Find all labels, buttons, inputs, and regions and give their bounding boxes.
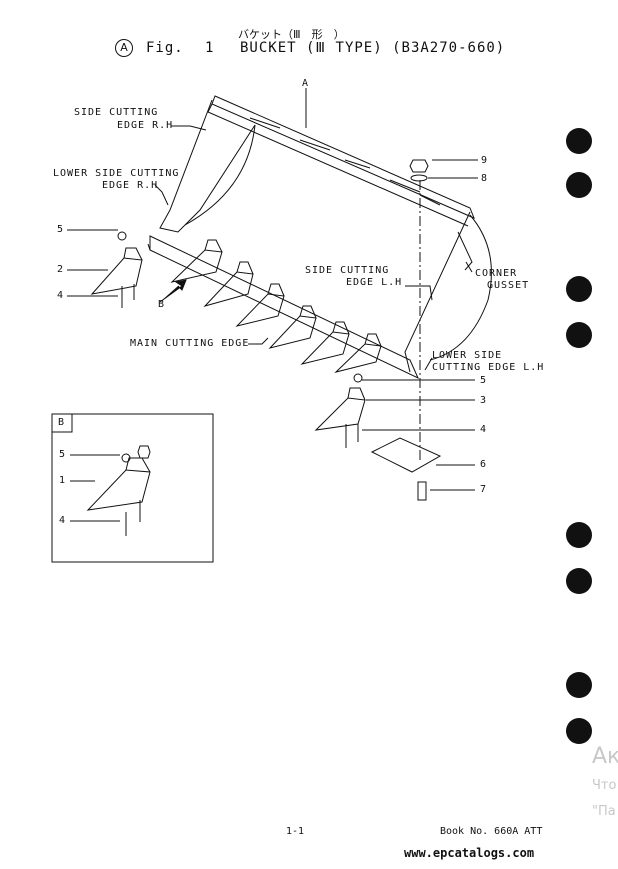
label-side-cutting-edge-lh-2: EDGE L.H <box>346 277 403 288</box>
callout-3: 3 <box>480 395 487 406</box>
binder-hole-7 <box>566 672 592 698</box>
label-side-cutting-edge-rh: SIDE CUTTING <box>74 107 159 118</box>
inset-nut-2 <box>137 445 151 459</box>
fig-label: Fig. <box>146 40 184 56</box>
nut-right <box>353 373 363 383</box>
label-lower-side-cutting-rh: LOWER SIDE CUTTING <box>53 168 180 179</box>
bucket-ribs <box>249 117 441 206</box>
inset-frame <box>51 413 214 563</box>
figure-letter-badge: A <box>115 39 133 57</box>
label-corner-gusset: CORNER <box>475 268 518 279</box>
inset-tooth <box>86 457 151 511</box>
label-side-cutting-edge-lh: SIDE CUTTING <box>305 265 390 276</box>
inset-callout-1: 1 <box>59 475 66 486</box>
bolts-left <box>121 284 135 308</box>
leader-side-rh <box>171 125 207 131</box>
inset-nut <box>121 453 131 463</box>
tooth-2 <box>90 247 143 295</box>
binder-hole-8 <box>566 718 592 744</box>
label-arrow-b: B <box>158 299 165 310</box>
main-cutting-edge-plate <box>149 235 420 380</box>
book-number: Book No. 660A ATT <box>440 826 543 837</box>
fig-number: 1 <box>205 40 215 56</box>
leader-lower-rh <box>154 184 169 206</box>
binder-hole-4 <box>566 322 592 348</box>
side-plate-rh <box>159 99 256 233</box>
callout-4-left: 4 <box>57 290 64 301</box>
page-number: 1-1 <box>286 826 305 837</box>
label-corner-gusset-2: GUSSET <box>487 280 530 291</box>
watermark-line1: Ак <box>592 744 618 769</box>
binder-hole-3 <box>566 276 592 302</box>
callout-5-right: 5 <box>480 375 487 386</box>
label-lower-side-cutting-lh-2: CUTTING EDGE L.H <box>432 362 545 373</box>
callout-9: 9 <box>481 155 488 166</box>
callout-2: 2 <box>57 264 64 275</box>
label-main-cutting-edge: MAIN CUTTING EDGE <box>130 338 250 349</box>
bolt-7 <box>417 481 427 501</box>
site-url[interactable]: www.epcatalogs.com <box>404 846 535 860</box>
corner-gusset <box>457 231 473 271</box>
side-plate-lh <box>404 211 471 373</box>
leader-lower-lh <box>424 357 433 371</box>
bolts-right <box>345 424 359 448</box>
arrow-b <box>159 279 187 303</box>
japanese-title: バケット（Ⅲ 形 ） <box>238 28 345 41</box>
page-title: BUCKET (Ⅲ TYPE) (B3A270-660) <box>240 40 506 56</box>
inset-label-b: B <box>58 417 65 428</box>
leader-corner <box>465 261 473 273</box>
inset-callout-4: 4 <box>59 515 66 526</box>
inset-label-box <box>51 413 73 433</box>
inset-bolts <box>125 500 141 536</box>
teeth-group <box>170 239 382 373</box>
plate-6 <box>370 437 442 473</box>
label-lower-side-cutting-rh-2: EDGE R.H <box>102 180 159 191</box>
label-a: A <box>302 78 309 89</box>
label-lower-side-cutting-lh: LOWER SIDE <box>432 350 503 361</box>
tooth-3 <box>314 387 366 431</box>
bucket-top-rail <box>211 95 475 219</box>
callout-4-right: 4 <box>480 424 487 435</box>
nut-9 <box>409 159 429 173</box>
binder-hole-1 <box>566 128 592 154</box>
watermark-line3: "Па <box>592 804 616 819</box>
callout-6: 6 <box>480 459 487 470</box>
edge-end <box>147 243 151 251</box>
binder-hole-2 <box>566 172 592 198</box>
label-side-cutting-edge-rh-2: EDGE R.H <box>117 120 174 131</box>
binder-hole-6 <box>566 568 592 594</box>
leader-side-lh <box>405 285 433 301</box>
leader-main-edge <box>248 337 269 345</box>
callout-5-left: 5 <box>57 224 64 235</box>
nut-left <box>117 231 127 241</box>
inset-callout-5: 5 <box>59 449 66 460</box>
side-plate-rh-curve <box>184 124 256 226</box>
corner-gusset-curve <box>429 214 492 361</box>
watermark-line2: Что <box>592 778 617 793</box>
binder-hole-5 <box>566 522 592 548</box>
washer-8 <box>410 174 428 182</box>
callout-7: 7 <box>480 484 487 495</box>
bucket-top-rail-lower <box>207 103 469 227</box>
callout-8: 8 <box>481 173 488 184</box>
